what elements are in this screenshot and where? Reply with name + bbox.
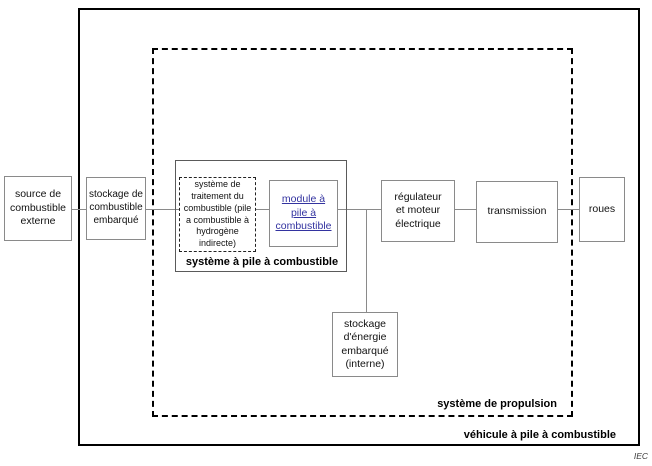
fuel-cell-system-label: système à pile à combustible	[185, 256, 339, 268]
onboard-energy-storage-box: stockage d'énergie embarqué (interne)	[332, 312, 398, 377]
propulsion-system-boundary-box	[152, 48, 573, 417]
iec-credit: IEC	[633, 451, 648, 461]
transmission-box: transmission	[476, 181, 558, 243]
connector-source-to-storage	[72, 209, 86, 210]
connector-storage-to-processing	[146, 209, 179, 210]
vehicle-boundary-label: véhicule à pile à combustible	[463, 429, 616, 441]
fuel-cell-module-link[interactable]: module à pile à combustible	[275, 193, 332, 233]
connector-processing-to-module	[256, 209, 269, 210]
connector-transmission-to-wheels	[558, 209, 579, 210]
wheels-box: roues	[579, 177, 625, 242]
connector-system-to-regulator	[338, 209, 381, 210]
regulator-and-motor-box: régulateur et moteur électrique	[381, 180, 455, 242]
connector-regulator-to-transmission	[455, 209, 476, 210]
connector-line-to-energy-storage	[366, 210, 367, 312]
external-fuel-source-box: source de combustible externe	[4, 176, 72, 241]
fuel-cell-module-box: module à pile à combustible	[269, 180, 338, 247]
fuel-processing-system-box: système de traitement du combustible (pi…	[179, 177, 256, 252]
propulsion-system-label: système de propulsion	[437, 398, 557, 410]
onboard-fuel-storage-box: stockage de combustible embarqué	[86, 177, 146, 240]
fuel-cell-system-box	[175, 160, 347, 272]
vehicle-boundary-box	[78, 8, 640, 446]
